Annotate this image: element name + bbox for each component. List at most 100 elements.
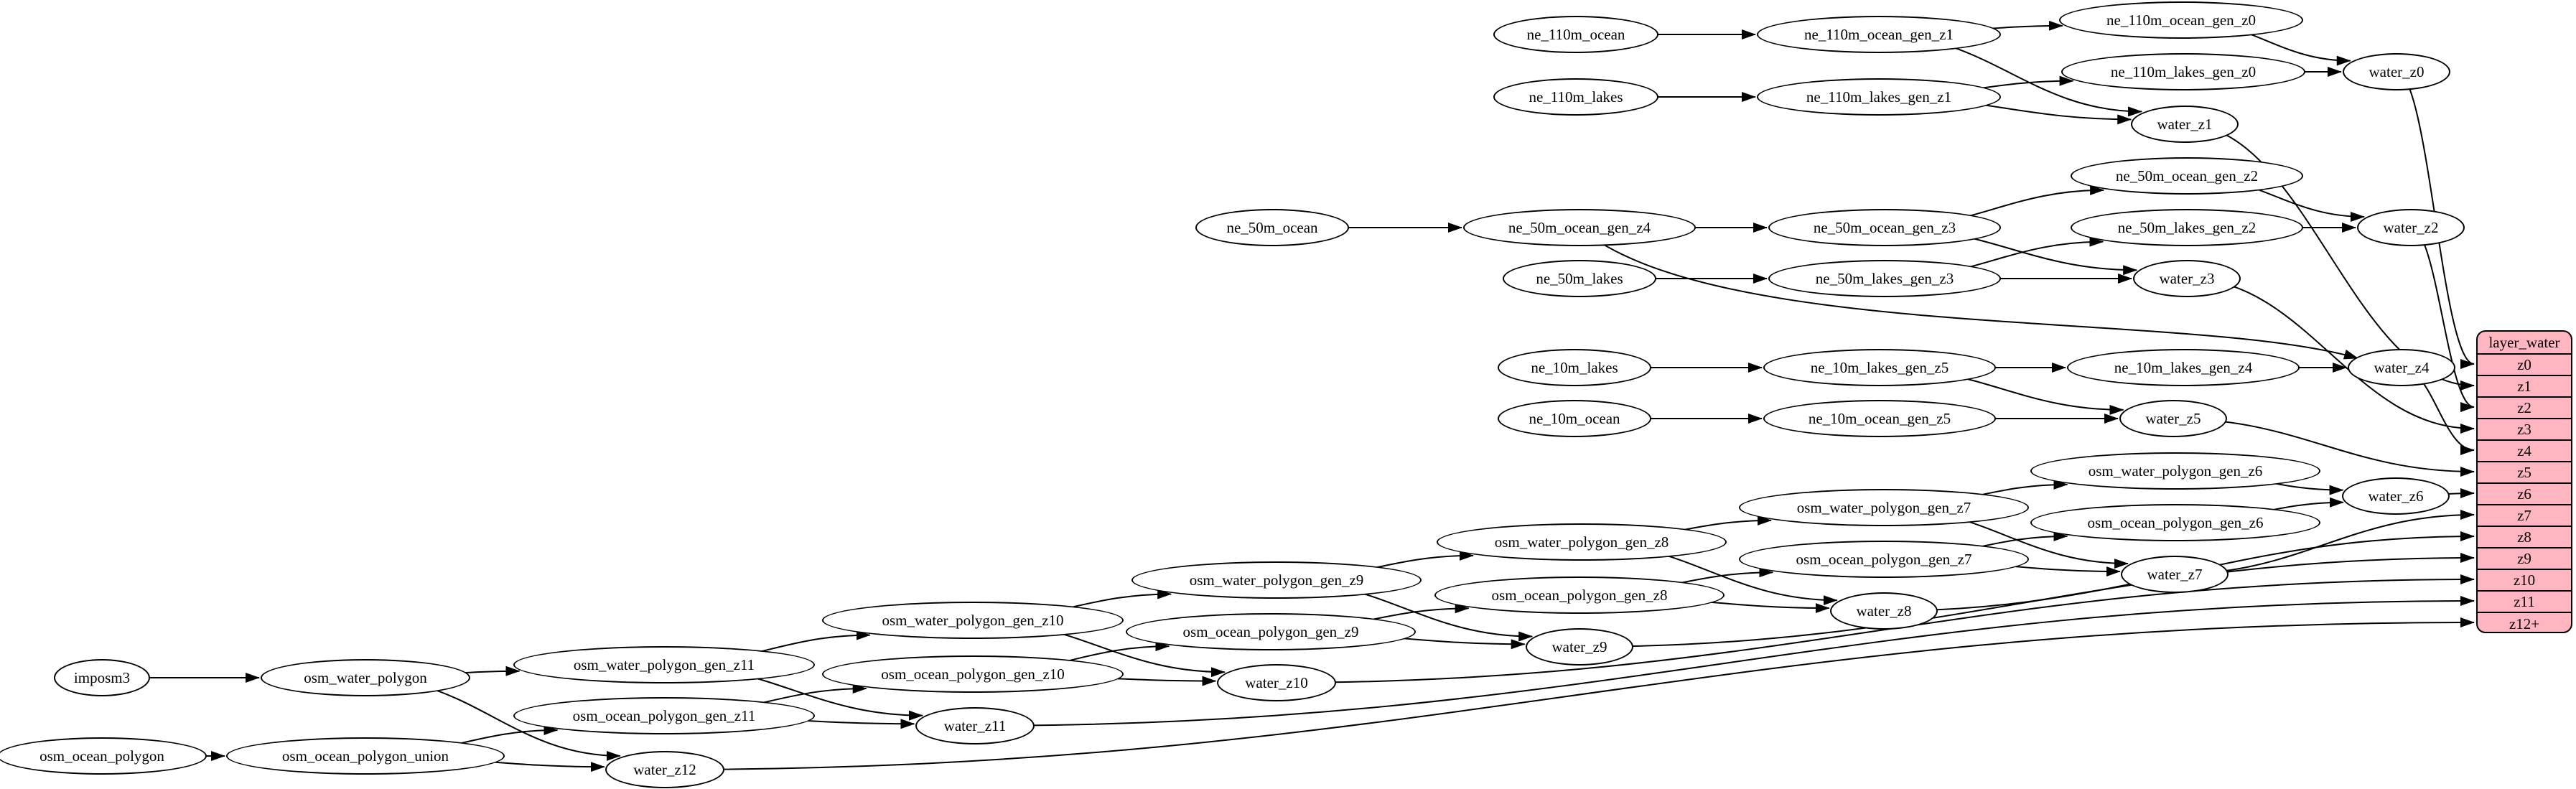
node-osm_ocean_polygon_gen_z6: osm_ocean_polygon_gen_z6 [2030,504,2320,541]
node-label: ne_50m_lakes_gen_z2 [2117,218,2257,236]
node-water_z6: water_z6 [2342,477,2450,515]
node-label: osm_water_polygon_gen_z7 [1796,498,1971,516]
node-water_z8: water_z8 [1830,592,1938,630]
record-row-z8: z8 [2478,527,2571,548]
edge-water_z9-to-layer_water-z9 [1579,553,2475,648]
node-label: water_z10 [1245,673,1308,691]
node-label: osm_water_polygon_gen_z8 [1494,533,1669,551]
node-label: osm_water_polygon_gen_z9 [1189,571,1364,589]
node-label: osm_ocean_polygon_gen_z11 [572,706,756,724]
record-row-z6: z6 [2478,484,2571,505]
record-row-z9: z9 [2478,548,2571,570]
node-label: osm_water_polygon_gen_z11 [573,655,755,673]
node-ne_50m_ocean_gen_z3: ne_50m_ocean_gen_z3 [1768,209,2001,246]
record-row-z2: z2 [2478,398,2571,419]
node-label: ne_110m_lakes [1529,88,1623,106]
node-osm_ocean_polygon_gen_z11: osm_ocean_polygon_gen_z11 [513,697,815,734]
node-label: water_z12 [633,760,696,778]
node-label: ne_10m_lakes_gen_z5 [1810,358,1949,376]
node-label: osm_ocean_polygon_union [281,747,449,765]
edge-ne_50m_ocean_gen_z4-to-water_z4 [1579,227,2358,360]
node-label: osm_ocean_polygon [39,747,164,765]
node-osm_water_polygon: osm_water_polygon [261,659,470,696]
node-label: ne_10m_lakes [1531,358,1618,376]
edge-water_z12-to-layer_water-z12+ [664,617,2475,770]
node-label: ne_10m_ocean [1529,409,1620,427]
node-label: water_z4 [2374,358,2430,376]
node-water_z0: water_z0 [2343,53,2450,90]
node-label: water_z11 [943,716,1007,734]
record-title: layer_water [2478,332,2571,355]
record-row-z12+: z12+ [2509,615,2540,632]
record-row-z4: z4 [2478,441,2571,462]
node-ne_10m_ocean_gen_z5: ne_10m_ocean_gen_z5 [1763,400,1996,437]
node-water_z7: water_z7 [2121,556,2229,593]
record-row-z0: z0 [2478,355,2571,376]
node-osm_water_polygon_gen_z7: osm_water_polygon_gen_z7 [1739,489,2029,526]
node-osm_ocean_polygon: osm_ocean_polygon [0,737,207,775]
node-label: osm_ocean_polygon_gen_z6 [2087,513,2264,531]
node-label: ne_110m_ocean_gen_z0 [2106,11,2256,29]
node-ne_10m_ocean: ne_10m_ocean [1498,400,1651,437]
node-ne_50m_ocean_gen_z2: ne_50m_ocean_gen_z2 [2071,157,2303,195]
node-ne_50m_lakes: ne_50m_lakes [1503,260,1656,297]
node-label: osm_water_polygon [304,668,427,686]
node-water_z11: water_z11 [915,707,1035,744]
node-label: water_z1 [2157,115,2213,133]
node-osm_water_polygon_gen_z10: osm_water_polygon_gen_z10 [822,602,1124,639]
node-label: water_z7 [2147,565,2203,583]
node-ne_110m_ocean_gen_z1: ne_110m_ocean_gen_z1 [1757,16,2001,53]
node-label: ne_50m_lakes_gen_z3 [1815,269,1954,287]
edge-water_z10-to-layer_water-z10 [1276,574,2475,683]
node-ne_50m_lakes_gen_z2: ne_50m_lakes_gen_z2 [2071,209,2303,246]
node-label: osm_ocean_polygon_gen_z9 [1182,622,1359,640]
node-water_z4: water_z4 [2348,349,2455,386]
node-ne_10m_lakes_gen_z4: ne_10m_lakes_gen_z4 [2067,349,2300,386]
node-ne_50m_ocean_gen_z4: ne_50m_ocean_gen_z4 [1463,209,1696,246]
node-label: ne_50m_ocean_gen_z3 [1813,218,1956,236]
node-label: water_z9 [1551,638,1607,655]
node-label: ne_50m_ocean_gen_z2 [2115,167,2259,185]
record-row-z10: z10 [2478,570,2571,592]
node-label: osm_water_polygon_gen_z10 [882,611,1064,629]
node-ne_50m_lakes_gen_z3: ne_50m_lakes_gen_z3 [1768,260,2001,297]
record-row-z1: z1 [2478,376,2571,398]
node-water_z9: water_z9 [1526,628,1633,666]
node-label: water_z8 [1856,602,1912,620]
node-label: water_z3 [2159,269,2215,287]
node-osm_water_polygon_gen_z11: osm_water_polygon_gen_z11 [513,646,815,683]
node-osm_ocean_polygon_gen_z9: osm_ocean_polygon_gen_z9 [1126,613,1416,650]
node-ne_10m_lakes_gen_z5: ne_10m_lakes_gen_z5 [1763,349,1996,386]
node-label: ne_110m_ocean [1526,25,1625,43]
node-label: ne_50m_ocean [1226,218,1318,236]
node-osm_water_polygon_gen_z8: osm_water_polygon_gen_z8 [1437,523,1727,561]
record-row-z5: z5 [2478,462,2571,484]
node-label: water_z6 [2368,487,2424,505]
node-ne_110m_lakes_gen_z1: ne_110m_lakes_gen_z1 [1757,78,2001,116]
node-label: osm_ocean_polygon_gen_z10 [881,665,1065,683]
node-imposm3: imposm3 [54,659,150,696]
node-label: water_z5 [2145,409,2201,427]
node-osm_ocean_polygon_gen_z8: osm_ocean_polygon_gen_z8 [1434,576,1725,614]
node-ne_110m_lakes: ne_110m_lakes [1493,78,1658,116]
node-osm_ocean_polygon_gen_z7: osm_ocean_polygon_gen_z7 [1739,541,2029,578]
node-ne_50m_ocean: ne_50m_ocean [1195,209,1349,246]
node-water_z1: water_z1 [2131,106,2239,143]
node-water_z2: water_z2 [2357,209,2465,246]
node-label: water_z0 [2369,62,2425,80]
node-water_z3: water_z3 [2133,260,2241,297]
node-label: water_z2 [2383,218,2439,236]
node-label: ne_50m_lakes [1536,269,1623,287]
record-row-z7: z7 [2478,505,2571,527]
node-label: ne_50m_ocean_gen_z4 [1508,218,1651,236]
node-ne_110m_ocean: ne_110m_ocean [1493,16,1658,53]
node-label: ne_110m_ocean_gen_z1 [1804,25,1954,43]
record-row-z3: z3 [2478,419,2571,441]
node-label: osm_ocean_polygon_gen_z8 [1491,586,1668,604]
node-osm_ocean_polygon_union: osm_ocean_polygon_union [226,737,505,775]
node-water_z10: water_z10 [1217,664,1336,701]
node-water_z5: water_z5 [2119,400,2227,437]
node-label: ne_10m_lakes_gen_z4 [2114,358,2253,376]
